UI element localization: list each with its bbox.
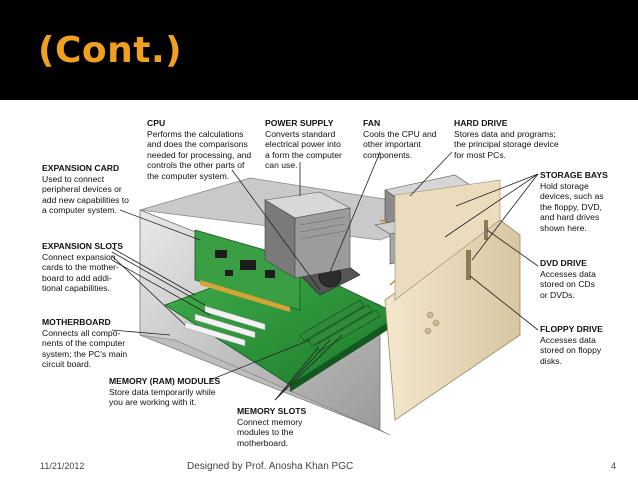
expansion-slots-shapes	[184, 305, 266, 347]
fan-heading: FAN	[363, 118, 381, 128]
dvd-drive-heading: DVD DRIVE	[540, 258, 587, 268]
memory-modules-heading: MEMORY (RAM) MODULES	[109, 376, 221, 386]
memory-slots-label: MEMORY SLOTS Connect memory modules to t…	[237, 406, 306, 448]
expansion-card-label: EXPANSION CARD Used to connect periphera…	[42, 163, 129, 216]
hard-drive-heading: HARD DRIVE	[454, 118, 508, 128]
floppy-drive-heading: FLOPPY DRIVE	[540, 324, 603, 334]
motherboard-label: MOTHERBOARD Connects all compo- nents of…	[42, 317, 127, 370]
pointer-lines	[111, 151, 539, 401]
expansion-card-contacts	[200, 280, 290, 312]
footer-date: 11/21/2012	[40, 461, 85, 471]
storage-bays-heading: STORAGE BAYS	[540, 170, 608, 180]
storage-bays-description: Hold storage devices, such as the floppy…	[540, 180, 604, 233]
footer-credit: Designed by Prof. Anosha Khan PGC	[187, 461, 354, 472]
expansion-slots-description: Connect expansion cards to the mother- b…	[42, 251, 119, 294]
slide-title: (Cont.)	[38, 30, 183, 71]
dvd-drive-description: Accesses data stored on CDs or DVDs.	[540, 268, 596, 300]
dvd-slot	[484, 220, 488, 240]
motherboard-heading: MOTHERBOARD	[42, 317, 111, 327]
fan-label: FAN Cools the CPU and other important co…	[363, 118, 437, 160]
title-bar: (Cont.)	[0, 0, 638, 100]
cpu-heading: CPU	[147, 118, 166, 128]
cpu-description: Performs the calculations and does the c…	[147, 128, 252, 181]
page-number: 4	[611, 461, 617, 471]
floppy-drive-label: FLOPPY DRIVE Accesses data stored on flo…	[540, 324, 603, 366]
case-front-top	[394, 179, 501, 301]
expansion-card-heading: EXPANSION CARD	[42, 163, 120, 173]
memory-modules-label: MEMORY (RAM) MODULES Store data temporar…	[109, 376, 220, 408]
expansion-card-chips	[215, 250, 275, 278]
case-floor	[139, 334, 391, 436]
motherboard-description: Connects all compo- nents of the compute…	[42, 327, 128, 370]
expansion-slots-heading: EXPANSION SLOTS	[42, 241, 124, 251]
memory-slots-description: Connect memory modules to the motherboar…	[237, 416, 303, 448]
memory-modules	[299, 299, 381, 352]
power-supply-label: POWER SUPPLY Converts standard electrica…	[265, 118, 342, 171]
storage-bays-label: STORAGE BAYS Hold storage devices, such …	[540, 170, 608, 234]
cpu-label: CPU Performs the calculations and does t…	[147, 118, 251, 182]
dvd-drive-label: DVD DRIVE Accesses data stored on CDs or…	[540, 258, 596, 300]
motherboard-edge	[290, 315, 400, 392]
power-supply-description: Converts standard electrical power into …	[265, 128, 342, 171]
hard-drive-description: Stores data and programs; the principal …	[454, 128, 559, 160]
floppy-drive-description: Accesses data stored on floppy disks.	[540, 334, 602, 366]
fan-description: Cools the CPU and other important compon…	[363, 128, 437, 160]
memory-modules-description: Store data temporarily while you are wor…	[109, 386, 216, 408]
expansion-card-description: Used to connect peripheral devices or ad…	[42, 173, 129, 216]
floppy-slot	[466, 250, 471, 280]
hard-drive-label: HARD DRIVE Stores data and programs; the…	[454, 118, 559, 160]
memory-slots-heading: MEMORY SLOTS	[237, 406, 307, 416]
computer-illustration	[111, 151, 539, 436]
power-supply-heading: POWER SUPPLY	[265, 118, 334, 128]
expansion-slots-label: EXPANSION SLOTS Connect expansion cards …	[42, 241, 123, 294]
computer-components-diagram: CPU Performs the calculations and does t…	[0, 100, 638, 452]
